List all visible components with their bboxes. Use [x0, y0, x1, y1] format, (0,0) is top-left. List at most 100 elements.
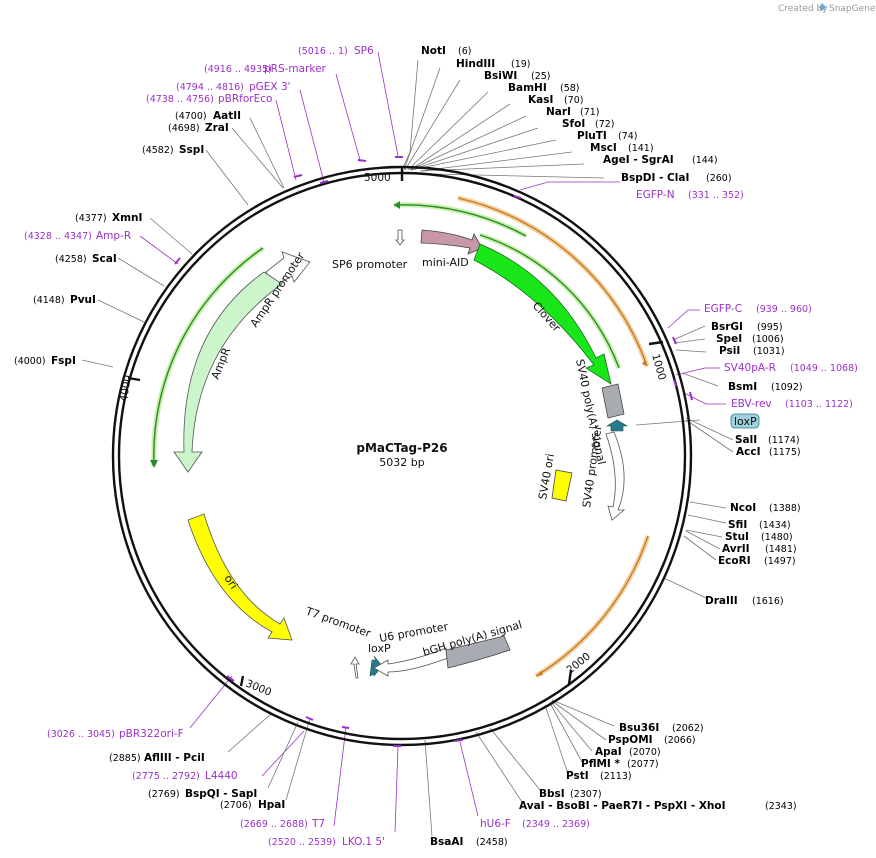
leader-stui — [685, 529, 723, 538]
clover-feature[interactable] — [473, 243, 612, 385]
leader-acci — [685, 419, 734, 453]
sv40-polya-feature[interactable] — [601, 383, 625, 419]
svg-text:(2077): (2077) — [627, 759, 659, 770]
site-avai-group[interactable]: AvaI - BsoBI - PaeR7I - PspXI - XhoI(234… — [519, 800, 797, 812]
plasmid-name: pMaCTag-P26 — [356, 441, 447, 455]
primer-ebv-rev[interactable]: EBV-rev(1103 .. 1122) — [731, 398, 853, 410]
sv40-promoter-feature[interactable] — [605, 431, 626, 521]
bgh-polya-feature[interactable] — [445, 635, 511, 669]
mini-aid-feature[interactable] — [420, 229, 483, 255]
site-draiii[interactable]: DraIII(1616) — [705, 595, 784, 607]
sv40-ori-feature[interactable] — [551, 469, 573, 502]
site-bspqi-sapi[interactable]: (2769)BspQI - SapI — [148, 788, 257, 800]
primer-sv40pa-r[interactable]: SV40pA-R(1049 .. 1068) — [724, 362, 858, 374]
site-psti[interactable]: PstI(2113) — [566, 770, 632, 782]
leader-pspomi — [551, 700, 607, 741]
snapgene-credit: Created by SnapGene — [778, 3, 876, 14]
site-bsiwi[interactable]: BsiWI(25) — [484, 70, 551, 82]
green-arcs — [150, 201, 622, 468]
site-fspi[interactable]: (4000)FspI — [14, 355, 76, 367]
primer-sp6[interactable]: (5016 .. 1)SP6 — [298, 45, 374, 57]
site-nari[interactable]: NarI(71) — [546, 106, 600, 118]
leader-nari — [409, 115, 527, 171]
primer-hu6-f[interactable]: hU6-F(2349 .. 2369) — [480, 818, 590, 830]
site-pvui[interactable]: (4148)PvuI — [33, 294, 96, 306]
ampr-feature[interactable] — [173, 271, 283, 473]
primer-pbr322ori-f[interactable]: (3026 .. 3045)pBR322ori-F — [47, 728, 184, 740]
site-acci[interactable]: AccI(1175) — [736, 446, 801, 458]
primer-pgex3[interactable]: (4794 .. 4816)pGEX 3' — [176, 81, 291, 93]
primer-egfp-c[interactable]: EGFP-C(939 .. 960) — [704, 303, 812, 315]
svg-text:SfiI: SfiI — [728, 519, 747, 531]
site-bsrgi[interactable]: BsrGI(995) — [711, 321, 783, 333]
svg-text:(1174): (1174) — [768, 435, 800, 446]
primer-prs-marker[interactable]: (4916 .. 4935)pRS-marker — [204, 63, 327, 75]
site-hpai[interactable]: (2706)HpaI — [220, 799, 285, 811]
site-stui[interactable]: StuI(1480) — [725, 531, 793, 543]
site-ncoi[interactable]: NcoI(1388) — [730, 502, 801, 514]
site-agei-sgrai[interactable]: AgeI - SgrAI(144) — [603, 154, 718, 166]
leader-ecori — [683, 535, 717, 561]
site-xmni[interactable]: (4377)XmnI — [75, 212, 142, 224]
primer-lko1[interactable]: (2520 .. 2539)LKO.1 5' — [268, 836, 385, 848]
site-bspdi-clai[interactable]: BspDI - ClaI(260) — [621, 172, 732, 184]
site-avrii[interactable]: AvrII(1481) — [722, 543, 797, 555]
primer-mark-pgex3 — [319, 180, 329, 184]
site-sspi[interactable]: (4582)SspI — [142, 144, 204, 156]
site-msci[interactable]: MscI(141) — [590, 142, 654, 154]
site-sfoi[interactable]: SfoI(72) — [562, 118, 615, 130]
site-bsu36i[interactable]: Bsu36I(2062) — [619, 722, 704, 734]
site-sali[interactable]: SalI(1174) — [735, 434, 800, 446]
primer-pbrforeco[interactable]: (4738 .. 4756)pBRforEco — [146, 93, 272, 105]
site-bamhi[interactable]: BamHI(58) — [508, 82, 580, 94]
svg-text:HindIII: HindIII — [456, 58, 495, 70]
site-zrai[interactable]: (4698)ZraI — [168, 122, 229, 134]
u6-promoter-feature[interactable] — [373, 647, 449, 677]
site-pspomi[interactable]: PspOMI(2066) — [608, 734, 696, 746]
site-sfii[interactable]: SfiI(1434) — [728, 519, 791, 531]
loxp-label-box[interactable] — [730, 413, 760, 429]
svg-text:(74): (74) — [618, 131, 638, 142]
primer-t7[interactable]: (2669 .. 2688)T7 — [240, 818, 325, 830]
site-noti[interactable]: NotI(6) — [421, 45, 471, 57]
leader-bamhi — [407, 91, 489, 171]
tick-label-4000: 4000 — [118, 374, 134, 402]
leader-pluti — [410, 139, 557, 171]
svg-text:AflIII - PciI: AflIII - PciI — [144, 752, 205, 764]
svg-text:(5016 .. 1): (5016 .. 1) — [298, 46, 348, 57]
sp6-promoter-feature[interactable] — [395, 229, 405, 246]
t7-promoter-feature[interactable] — [350, 656, 360, 679]
primer-amp-r[interactable]: (4328 .. 4347)Amp-R — [24, 230, 131, 242]
primer-egfp-n[interactable]: EGFP-N(331 .. 352) — [636, 189, 744, 201]
site-bsmi[interactable]: BsmI(1092) — [728, 381, 803, 393]
svg-text:(144): (144) — [692, 155, 718, 166]
site-pluti[interactable]: PluTI(74) — [577, 130, 638, 142]
svg-text:(2070): (2070) — [629, 747, 661, 758]
site-apai[interactable]: ApaI(2070) — [595, 746, 661, 758]
loxp-right-feature[interactable] — [605, 419, 629, 432]
site-pflmi[interactable]: PflMI *(2077) — [581, 758, 659, 770]
loxp-bottom-feature[interactable] — [369, 655, 383, 677]
site-scai[interactable]: (4258)ScaI — [55, 253, 117, 265]
site-ecori[interactable]: EcoRI(1497) — [718, 555, 796, 567]
site-spei[interactable]: SpeI(1006) — [716, 333, 784, 345]
svg-text:MscI: MscI — [590, 142, 617, 154]
site-bsaai[interactable]: BsaAI(2458) — [430, 836, 508, 848]
svg-text:NarI: NarI — [546, 106, 571, 118]
svg-text:(25): (25) — [531, 71, 551, 82]
svg-text:AccI: AccI — [736, 446, 760, 458]
green-arc-top-highlight — [393, 202, 528, 239]
primer-mark-prs-marker — [357, 159, 367, 162]
site-aatii[interactable]: (4700)AatII — [175, 110, 241, 122]
svg-text:pRS-marker: pRS-marker — [264, 63, 327, 75]
site-hindiii[interactable]: HindIII(19) — [456, 58, 531, 70]
ori-feature[interactable] — [187, 513, 293, 641]
credit-brand: SnapGene — [829, 4, 876, 14]
primer-l4440[interactable]: (2775 .. 2792)L4440 — [132, 770, 238, 782]
site-kasi[interactable]: KasI(70) — [528, 94, 584, 106]
site-bbsi[interactable]: BbsI(2307) — [539, 788, 602, 800]
site-afliii-pcii[interactable]: (2885)AflIII - PciI — [109, 752, 205, 764]
site-psii[interactable]: PsiI(1031) — [719, 345, 785, 357]
leader-bbsi — [489, 727, 541, 791]
leader-lko1 — [394, 745, 399, 833]
